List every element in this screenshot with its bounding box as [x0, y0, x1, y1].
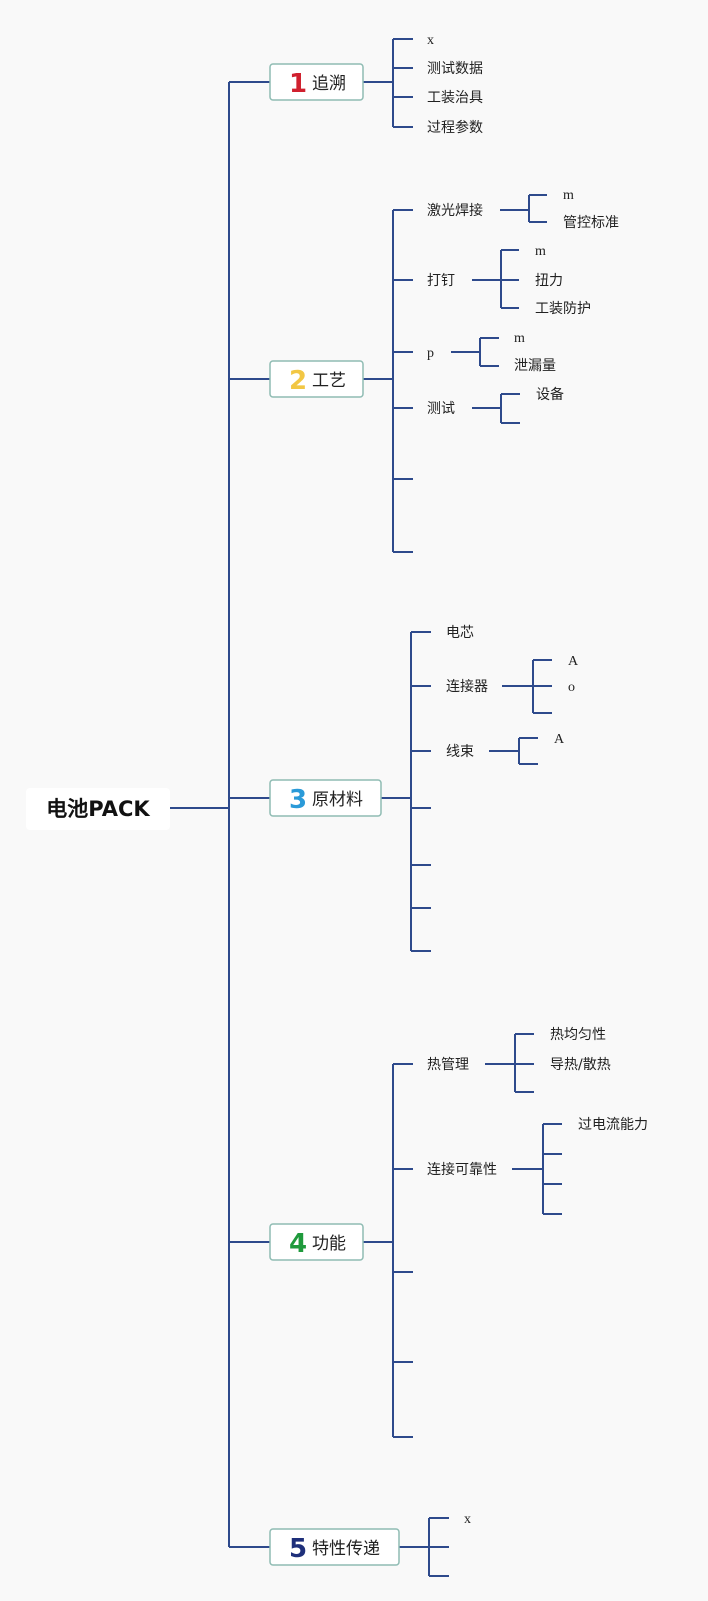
transfer-item-1: x [464, 1512, 471, 1527]
process-item-4-sub-1: 设备 [536, 386, 564, 403]
process-item-1-sub-2: 管控标准 [563, 215, 619, 231]
material-item-1: 电芯 [446, 625, 474, 641]
bracket-topic-3 [381, 631, 431, 952]
process-item-1: 激光焊接 [427, 202, 483, 219]
bracket-topic-1 [363, 38, 413, 128]
bracket-nailing [472, 249, 519, 309]
bracket-topic-2 [363, 209, 413, 553]
root-box [26, 788, 170, 830]
topic-5-number: 5 [289, 1534, 307, 1564]
topic-4-label: 功能 [312, 1234, 346, 1254]
process-item-3: p [427, 346, 434, 361]
material-item-2: 连接器 [446, 678, 488, 695]
topic-2-box [269, 360, 364, 398]
material-item-2-sub-2: o [568, 680, 575, 695]
bracket-test [472, 393, 520, 424]
function-item-1: 热管理 [427, 1057, 469, 1073]
topic-1-box [269, 63, 364, 101]
trace-item-4: 过程参数 [427, 119, 483, 136]
bracket-harness [489, 737, 538, 765]
topic-2[interactable]: 2 工艺 [269, 360, 364, 398]
trace-item-3: 工装治具 [427, 90, 483, 106]
trace-item-2: 测试数据 [427, 61, 483, 77]
material-item-3-sub-1: A [554, 732, 565, 747]
bracket-p [451, 337, 499, 367]
bracket-reliability [512, 1123, 562, 1215]
process-item-2-sub-1: m [535, 244, 546, 259]
function-item-1-sub-1: 热均匀性 [550, 1027, 606, 1043]
topic-1-label: 追溯 [312, 74, 346, 94]
topic-5[interactable]: 5 特性传递 [269, 1528, 400, 1566]
material-item-2-sub-1: A [568, 654, 579, 669]
process-item-3-sub-1: m [514, 331, 525, 346]
topic-4-box [269, 1223, 364, 1261]
topic-2-number: 2 [289, 366, 307, 396]
bracket-connector [502, 659, 552, 714]
topic-5-label: 特性传递 [312, 1539, 380, 1559]
topic-1-number: 1 [289, 69, 307, 99]
process-item-4: 测试 [427, 401, 455, 417]
process-item-3-sub-2: 泄漏量 [514, 358, 556, 374]
process-item-1-sub-1: m [563, 188, 574, 203]
bracket-laser-welding [500, 194, 547, 223]
material-item-3: 线束 [446, 744, 474, 760]
topic-2-label: 工艺 [312, 371, 346, 391]
connector-lines [170, 38, 562, 1577]
process-item-2: 打钉 [427, 272, 455, 289]
bracket-topic-4 [363, 1063, 413, 1438]
function-item-1-sub-2: 导热/散热 [550, 1057, 611, 1073]
topic-3-box [269, 779, 382, 817]
topic-4-number: 4 [289, 1229, 307, 1259]
trace-item-1: x [427, 33, 434, 48]
topic-4[interactable]: 4 功能 [269, 1223, 364, 1261]
topic-3-label: 原材料 [312, 790, 363, 810]
topic-3[interactable]: 3 原材料 [269, 779, 382, 817]
process-item-2-sub-2: 扭力 [535, 273, 563, 289]
topic-3-number: 3 [289, 785, 307, 815]
root-label: 电池PACK [46, 797, 150, 821]
bracket-thermal [485, 1033, 534, 1093]
root-node[interactable]: 电池PACK [26, 788, 170, 830]
topic-1[interactable]: 1 追溯 [269, 63, 364, 101]
topic-5-box [269, 1528, 400, 1566]
bracket-topic-5 [399, 1517, 449, 1577]
process-item-2-sub-3: 工装防护 [535, 301, 591, 317]
function-item-2: 连接可靠性 [427, 1161, 497, 1178]
function-item-2-sub-1: 过电流能力 [578, 1117, 648, 1133]
